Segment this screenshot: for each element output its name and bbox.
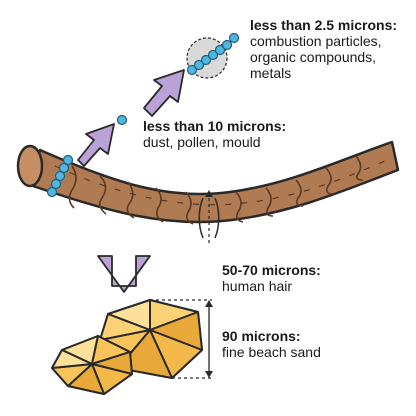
pm10-label: less than 10 microns: dust, pollen, moul… xyxy=(143,118,286,150)
sand-title: 90 microns: xyxy=(222,328,301,344)
hair-label: 50-70 microns: human hair xyxy=(222,262,321,294)
sand-grains xyxy=(51,299,203,395)
sand-size-indicator xyxy=(150,299,213,379)
arrow-hair-to-pm10 xyxy=(77,123,115,167)
pm10-particles-on-hair xyxy=(46,154,74,198)
hair-desc: human hair xyxy=(222,278,293,295)
sand-label: 90 microns: fine beach sand xyxy=(222,328,321,360)
pm10-desc: dust, pollen, mould xyxy=(143,134,261,151)
hair-title: 50-70 microns: xyxy=(222,262,321,278)
hair-width-indicator xyxy=(198,190,220,245)
scale-arrows xyxy=(77,69,185,293)
hair-strand xyxy=(16,140,400,225)
pm25-title: less than 2.5 microns: xyxy=(250,17,398,33)
sand-desc: fine beach sand xyxy=(222,344,321,361)
pm25-desc-line-3: metals xyxy=(250,65,292,82)
arrow-sand-to-hair xyxy=(97,255,151,293)
pm25-label: less than 2.5 microns: combustion partic… xyxy=(250,17,397,81)
arrow-pm10-to-pm25 xyxy=(143,69,185,117)
pm25-magnifier xyxy=(186,32,240,79)
pm25-desc-line-2: organic compounds, xyxy=(250,49,377,66)
pm25-desc-line-1: combustion particles, xyxy=(250,33,382,50)
pm10-particle xyxy=(116,114,128,126)
pm10-title: less than 10 microns: xyxy=(143,118,287,134)
